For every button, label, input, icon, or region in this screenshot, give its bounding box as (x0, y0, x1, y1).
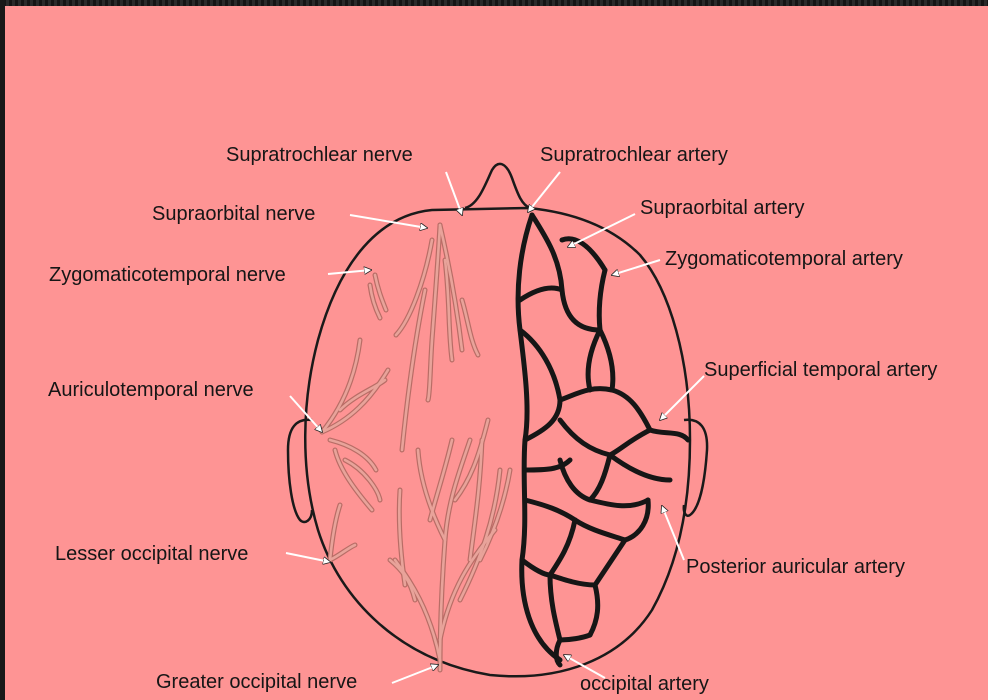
arrow-greater-occipital-nerve (392, 665, 438, 683)
nose (465, 164, 530, 208)
artery-network (518, 215, 688, 665)
label-auriculotemporal-nerve: Auriculotemporal nerve (48, 379, 254, 401)
label-supratrochlear-artery: Supratrochlear artery (540, 144, 728, 166)
label-superficial-temporal-artery: Superficial temporal artery (704, 359, 937, 381)
label-occipital-artery: occipital artery (580, 673, 709, 695)
label-supratrochlear-nerve: Supratrochlear nerve (226, 144, 413, 166)
label-supraorbital-nerve: Supraorbital nerve (152, 203, 315, 225)
label-zygomaticotemporal-nerve: Zygomaticotemporal nerve (49, 264, 286, 286)
label-lesser-occipital-nerve: Lesser occipital nerve (55, 543, 248, 565)
arrow-superficial-temporal-artery (660, 376, 704, 420)
arrow-zygomaticotemporal-nerve (328, 270, 371, 274)
label-posterior-auricular-artery: Posterior auricular artery (686, 556, 905, 578)
label-zygomaticotemporal-artery: Zygomaticotemporal artery (665, 248, 903, 270)
pointer-arrows (286, 172, 704, 683)
arrow-lesser-occipital-nerve (286, 553, 330, 562)
nerve-branches (322, 225, 510, 670)
label-supraorbital-artery: Supraorbital artery (640, 197, 805, 219)
label-greater-occipital-nerve: Greater occipital nerve (156, 671, 357, 693)
arrow-supratrochlear-artery (528, 172, 560, 212)
left-ear (288, 420, 312, 522)
